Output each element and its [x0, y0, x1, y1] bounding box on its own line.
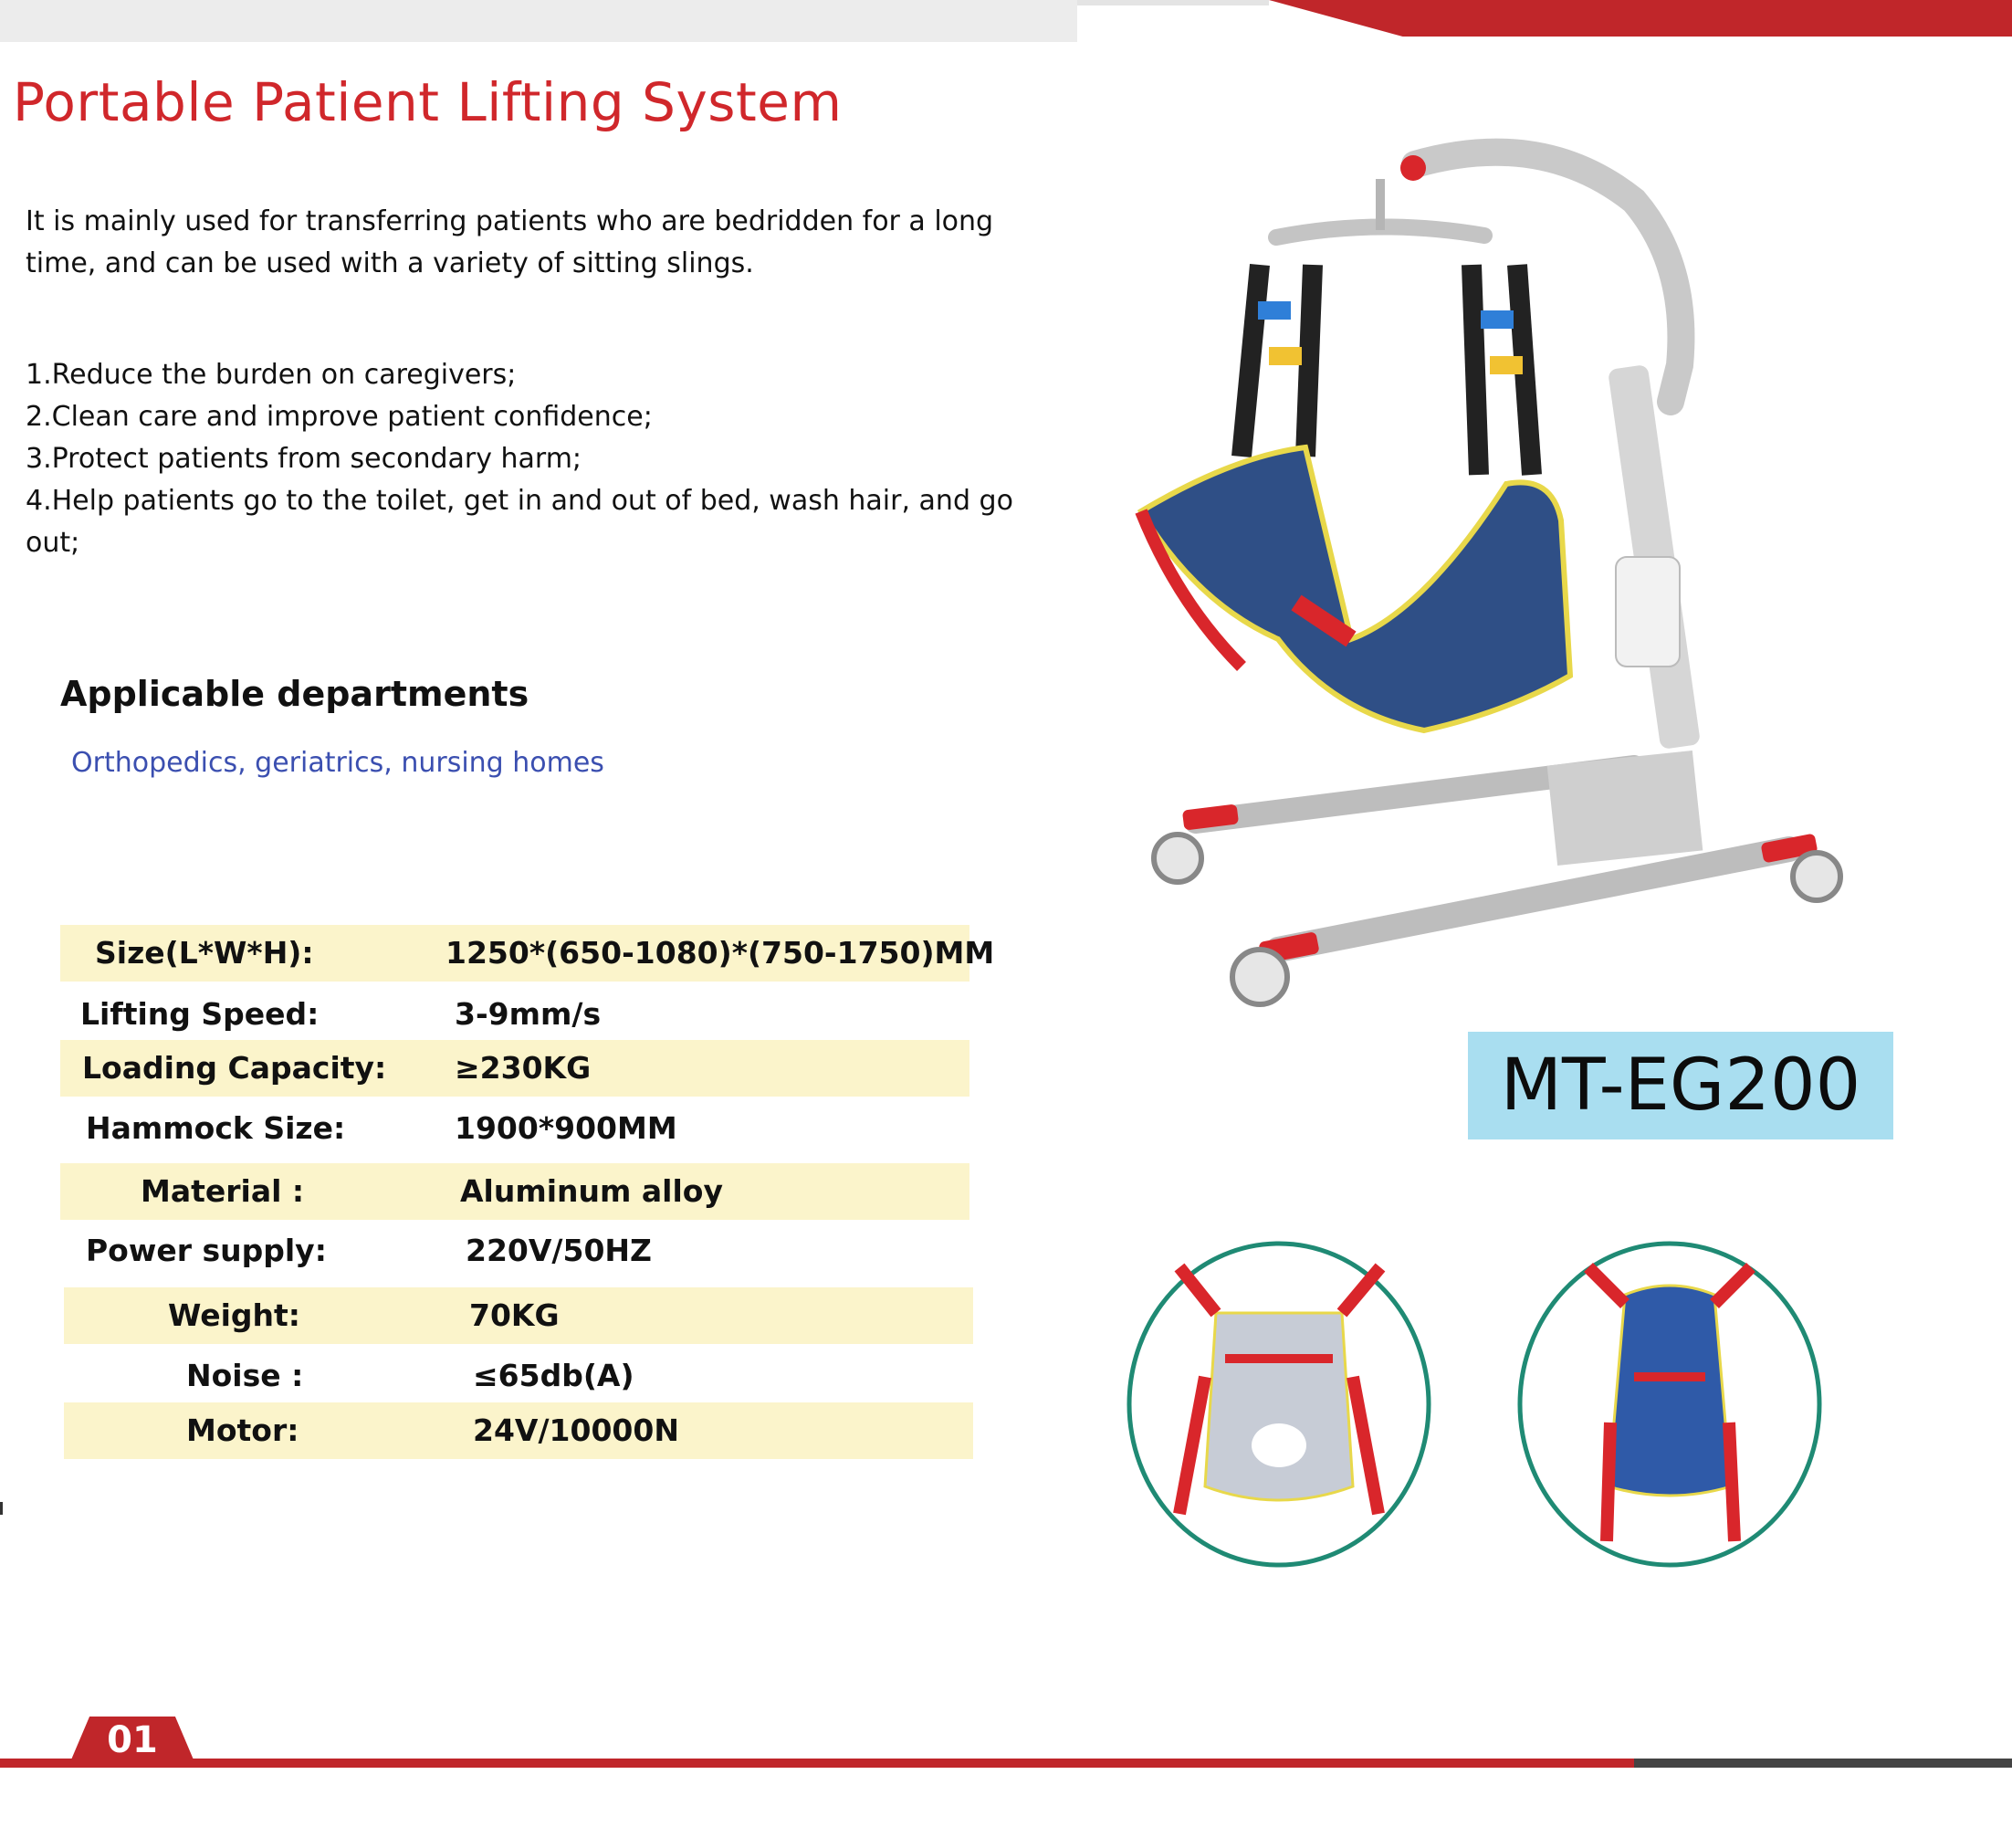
spec-label: Power supply: [86, 1233, 327, 1268]
spec-value: 70KG [469, 1297, 560, 1333]
spec-value: Aluminum alloy [460, 1173, 723, 1209]
header-band-red [1269, 0, 2012, 37]
spec-value: ≤65db(A) [473, 1358, 634, 1393]
spec-label: Loading Capacity: [82, 1050, 387, 1086]
footer-line [0, 1759, 1634, 1768]
sling-variant-full-body-image [1517, 1241, 1822, 1568]
benefit-item: 4.Help patients go to the toilet, get in… [26, 485, 1013, 559]
model-badge [1468, 1032, 1893, 1139]
spec-label: Lifting Speed: [80, 996, 320, 1032]
spec-row-motor: Motor: 24V/10000N [64, 1402, 973, 1459]
departments-heading: Applicable departments [60, 674, 529, 714]
spec-label: Material : [141, 1173, 305, 1209]
spec-value: 1900*900MM [455, 1110, 677, 1146]
benefits-list: 1.Reduce the burden on caregivers; 2.Cle… [26, 354, 1030, 564]
spec-row-power-supply: Power supply: 220V/50HZ [60, 1223, 969, 1279]
spec-label: Noise : [186, 1358, 304, 1393]
spec-label: Motor: [186, 1412, 299, 1448]
spec-value: 1250*(650-1080)*(750-1750)MM [445, 935, 995, 971]
footer-line-dark [1634, 1759, 2012, 1768]
spec-value: 24V/10000N [473, 1412, 679, 1448]
spec-value: ≥230KG [455, 1050, 592, 1086]
page-number-tab [69, 1717, 195, 1764]
header-band-strip [1077, 0, 1269, 5]
spec-row-size: Size(L*W*H): 1250*(650-1080)*(750-1750)M… [60, 925, 994, 982]
spec-row-material: Material : Aluminum alloy [60, 1163, 969, 1220]
spec-row-weight: Weight: 70KG [64, 1287, 973, 1344]
model-number: MT-EG200 [1500, 1045, 1861, 1127]
intro-paragraph: It is mainly used for transferring patie… [26, 205, 994, 279]
benefit-item: 2.Clean care and improve patient confide… [26, 401, 653, 433]
spec-value: 220V/50HZ [466, 1233, 652, 1268]
patient-lift-image [1135, 138, 1843, 1007]
departments-text: Orthopedics, geriatrics, nursing homes [71, 747, 604, 779]
spec-row-lifting-speed: Lifting Speed: 3-9mm/s [60, 986, 969, 1043]
benefit-item: 3.Protect patients from secondary harm; [26, 443, 582, 475]
benefit-item: 1.Reduce the burden on caregivers; [26, 359, 517, 391]
spec-label: Size(L*W*H): [95, 935, 314, 971]
spec-row-noise: Noise : ≤65db(A) [64, 1348, 973, 1404]
page-title: Portable Patient Lifting System [13, 71, 843, 133]
spec-label: Hammock Size: [86, 1110, 346, 1146]
header-band-gray [0, 0, 1077, 42]
page-number: 01 [107, 1719, 158, 1761]
edge-mark [0, 1502, 3, 1515]
spec-value: 3-9mm/s [455, 996, 602, 1032]
spec-row-loading-capacity: Loading Capacity: ≥230KG [60, 1040, 969, 1097]
sling-variant-mesh-image [1127, 1241, 1431, 1568]
spec-row-hammock-size: Hammock Size: 1900*900MM [60, 1100, 969, 1157]
spec-label: Weight: [168, 1297, 301, 1333]
